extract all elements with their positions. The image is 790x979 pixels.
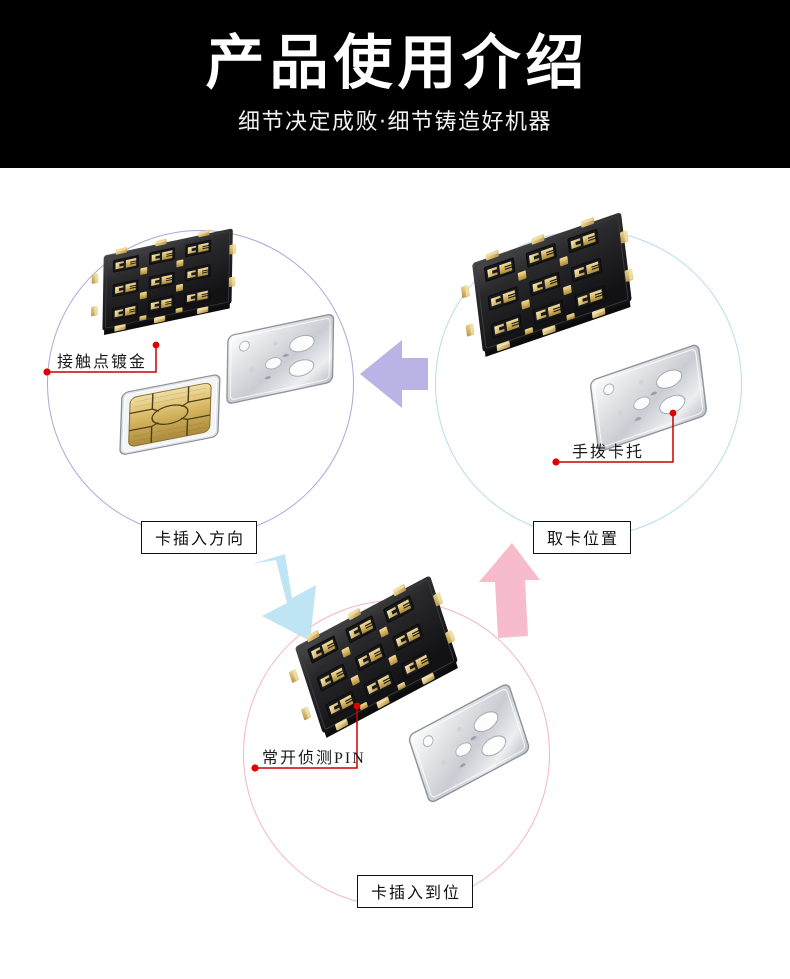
annotation-label-normally-open-detect-pin: 常开侦测PIN <box>262 750 366 767</box>
caption-card-fully-inserted: 卡插入到位 <box>357 875 474 908</box>
caption-card-insert-direction: 卡插入方向 <box>141 521 258 554</box>
arrow-bottom-to-topright-icon <box>479 543 540 638</box>
panel-ring-card-removal-position <box>435 230 742 537</box>
panel-ring-card-insert-direction <box>47 230 354 537</box>
arrow-right-to-left-icon <box>360 340 428 408</box>
page-header: 产品使用介绍 细节决定成败·细节铸造好机器 <box>0 0 790 168</box>
caption-card-removal-position: 取卡位置 <box>533 521 632 554</box>
page-title: 产品使用介绍 <box>205 28 590 98</box>
diagram-stage: 接触点镀金 手拨卡托 常开侦测PIN 卡插入方向 取卡位置 卡插入到位 <box>0 168 790 979</box>
annotation-label-contact-plating: 接触点镀金 <box>57 354 148 371</box>
page-subtitle: 细节决定成败·细节铸造好机器 <box>238 109 552 135</box>
annotation-label-manual-tray-push: 手拨卡托 <box>572 444 645 461</box>
